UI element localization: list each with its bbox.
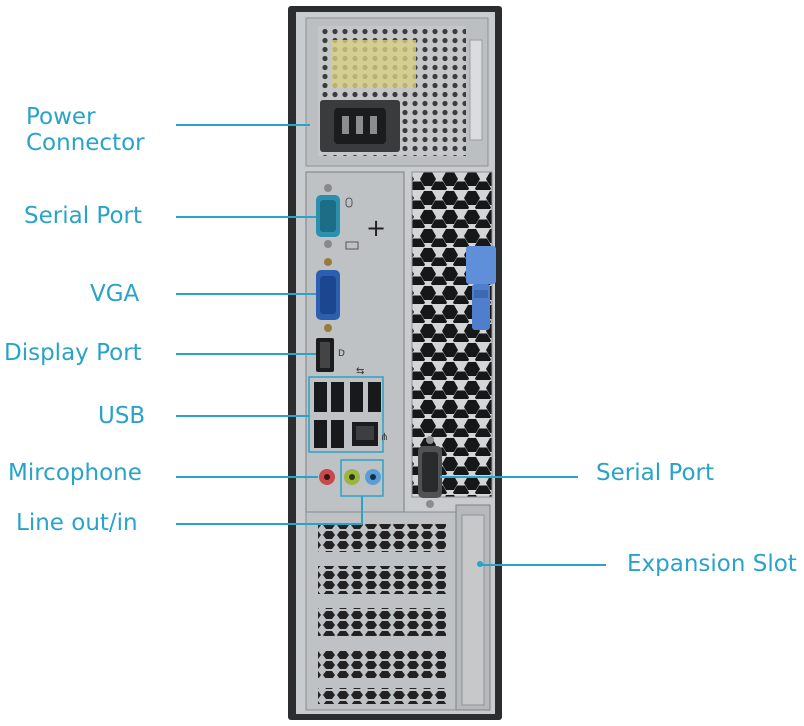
label-microphone: Mircophone bbox=[8, 460, 142, 486]
display-port-graphic bbox=[316, 338, 334, 372]
leader-display-port bbox=[176, 353, 316, 355]
label-vga: VGA bbox=[90, 281, 140, 307]
label-serial-port-right: Serial Port bbox=[596, 460, 714, 486]
keyboard-icon bbox=[345, 241, 359, 250]
usb-highlight-box bbox=[308, 376, 384, 453]
leader-power bbox=[176, 124, 310, 126]
label-power-line2: Connector bbox=[26, 130, 145, 156]
label-display-port: Display Port bbox=[4, 340, 142, 366]
label-power-line1: Power bbox=[26, 104, 96, 130]
chassis-vent bbox=[412, 172, 492, 497]
line-in-jack-graphic bbox=[365, 469, 381, 485]
label-expansion-slot: Expansion Slot bbox=[627, 551, 797, 577]
psu-fan-yellow bbox=[332, 40, 416, 88]
label-serial-port-left: Serial Port bbox=[24, 203, 142, 229]
svg-text:D: D bbox=[338, 349, 345, 359]
serial-port-left-graphic bbox=[316, 184, 340, 248]
usb-symbol-icon: ⇆ bbox=[356, 366, 364, 377]
label-usb: USB bbox=[98, 403, 146, 429]
power-inlet-icon bbox=[334, 108, 386, 144]
leader-expansion-dot bbox=[477, 561, 483, 567]
serial-port-right-graphic bbox=[418, 436, 442, 508]
line-out-jack-graphic bbox=[344, 469, 360, 485]
leader-serial-left bbox=[176, 216, 316, 218]
leader-line bbox=[176, 523, 362, 525]
leader-mic bbox=[176, 476, 318, 478]
mouse-icon bbox=[345, 197, 353, 208]
psu-label bbox=[469, 39, 483, 141]
network-symbol-icon: ⋔ bbox=[380, 432, 388, 443]
ethernet-port-graphic bbox=[352, 422, 378, 446]
label-power-connector: Power Connector bbox=[26, 104, 145, 156]
leader-usb bbox=[176, 415, 310, 417]
leader-expansion bbox=[480, 564, 606, 566]
vga-port-graphic bbox=[316, 258, 340, 332]
expansion-slots-graphic bbox=[305, 504, 491, 711]
usb-ports-graphic bbox=[314, 382, 381, 448]
svg-text:⇆: ⇆ bbox=[356, 366, 364, 377]
mic-jack-graphic bbox=[319, 469, 335, 485]
svg-text:⋔: ⋔ bbox=[380, 432, 388, 443]
leader-serial-right bbox=[440, 476, 578, 478]
release-latch-graphic bbox=[466, 246, 496, 330]
leader-vga bbox=[176, 293, 316, 295]
svg-text:+: + bbox=[366, 214, 386, 242]
leader-line-vertical bbox=[361, 496, 363, 524]
display-port-symbol-icon: D bbox=[338, 349, 345, 359]
vent-border bbox=[411, 171, 493, 498]
label-line-out-in: Line out/in bbox=[16, 510, 138, 536]
